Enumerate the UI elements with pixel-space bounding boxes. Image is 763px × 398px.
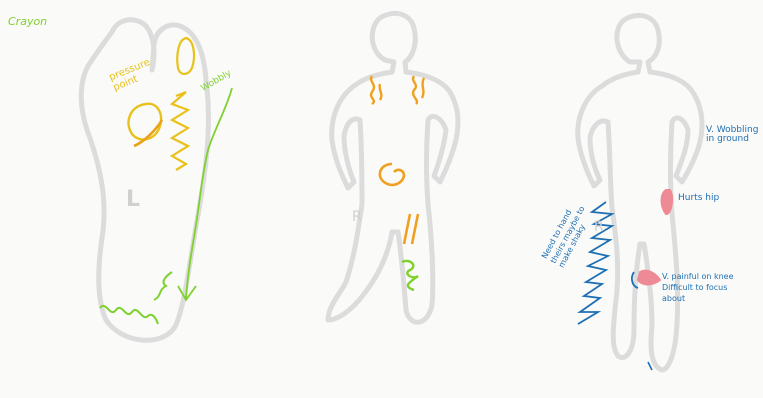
right-shoulder-mark bbox=[413, 76, 417, 104]
thigh-mark-2 bbox=[412, 214, 418, 244]
crayon-label: Crayon bbox=[8, 16, 47, 28]
heel-zigzag-right bbox=[154, 272, 172, 300]
hurts-hip-note: Hurts hip bbox=[678, 194, 719, 203]
right-shoulder-mark-2 bbox=[422, 78, 424, 98]
front-body-panel bbox=[328, 13, 458, 322]
front-body-side-label: R bbox=[352, 210, 362, 225]
knee-mark bbox=[638, 271, 660, 285]
ankle-mark bbox=[648, 362, 652, 370]
foot-side-label: L bbox=[126, 188, 140, 211]
toe-divider bbox=[152, 44, 154, 70]
back-body-side-label: R bbox=[594, 220, 604, 235]
front-body-outline bbox=[328, 13, 458, 322]
pressure-circle bbox=[128, 104, 161, 140]
waist-loop-mark bbox=[380, 164, 404, 185]
yellow-zigzag bbox=[172, 92, 188, 170]
hip-mark bbox=[662, 190, 673, 214]
left-shoulder-mark-2 bbox=[380, 84, 382, 100]
wobbling-note: V. Wobbling in ground bbox=[706, 126, 758, 145]
knee-note: V. painful on knee Difficult to focus ab… bbox=[662, 272, 734, 304]
big-toe-mark bbox=[177, 38, 194, 74]
left-shoulder-mark bbox=[371, 76, 374, 104]
foot-panel bbox=[81, 20, 232, 341]
thigh-mark-1 bbox=[404, 214, 410, 244]
